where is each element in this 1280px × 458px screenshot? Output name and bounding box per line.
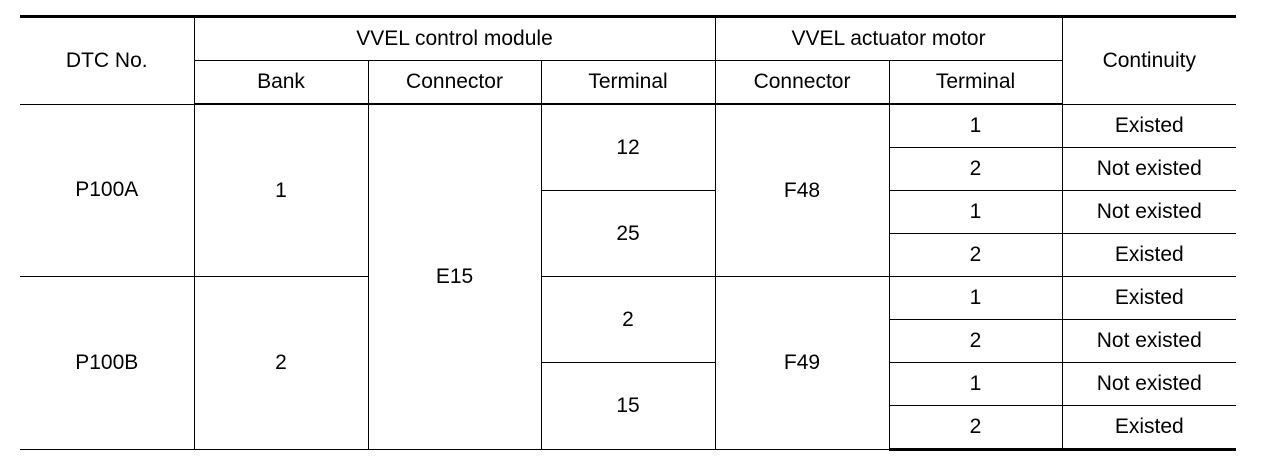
actuator-terminal-cell: 1: [888, 190, 1063, 234]
bank-cell: 2: [193, 276, 369, 450]
actuator-connector-cell: F48: [714, 103, 890, 277]
continuity-cell: Existed: [1061, 276, 1237, 320]
header-bank: Bank: [194, 60, 369, 105]
module-terminal-cell: 15: [541, 362, 716, 450]
continuity-cell: Existed: [1061, 233, 1237, 277]
header-dtc-no: DTC No.: [20, 15, 195, 105]
continuity-cell: Not existed: [1061, 147, 1237, 191]
dtc-cell: P100A: [20, 103, 195, 277]
table-row: 2 Existed: [20, 233, 1237, 277]
dtc-cell: P100B: [20, 276, 195, 450]
actuator-terminal-cell: 2: [889, 405, 1063, 451]
table-row: 15 1 Not existed: [20, 362, 1237, 450]
actuator-terminal-cell: 1: [888, 362, 1063, 406]
table-row: P100B 2 2 F49 1 Existed: [20, 276, 1237, 450]
actuator-terminal-cell: 1: [888, 103, 1063, 148]
continuity-cell: Not existed: [1061, 362, 1237, 406]
actuator-terminal-cell: 2: [889, 319, 1063, 363]
table-row: 25 1 Not existed: [20, 190, 1237, 277]
table-row: 2 Existed: [20, 405, 1237, 451]
module-terminal-cell: 12: [540, 103, 716, 191]
header-vvel-control-module: VVEL control module: [193, 15, 716, 61]
header-continuity: Continuity: [1061, 15, 1237, 105]
continuity-cell: Existed: [1061, 103, 1237, 148]
header-vvel-actuator-motor: VVEL actuator motor: [714, 15, 1063, 61]
actuator-terminal-cell: 2: [889, 233, 1063, 277]
actuator-connector-cell: F49: [714, 276, 890, 450]
table-row: 2 Not existed: [20, 147, 1237, 191]
header-actuator-terminal: Terminal: [888, 60, 1063, 105]
header-module-terminal: Terminal: [540, 60, 716, 105]
bank-cell: 1: [193, 103, 369, 277]
continuity-cell: Not existed: [1061, 190, 1237, 234]
module-terminal-cell: 2: [540, 276, 716, 363]
module-terminal-cell: 25: [541, 190, 716, 277]
header-actuator-connector: Connector: [714, 60, 890, 105]
actuator-terminal-cell: 1: [888, 276, 1063, 320]
module-connector-cell: E15: [367, 103, 542, 450]
header-module-connector: Connector: [367, 60, 542, 105]
table-row: P100A 1 E15 12 F48 1 Existed: [20, 103, 1237, 450]
continuity-cell: Existed: [1061, 405, 1237, 451]
continuity-table: DTC No. VVEL control module VVEL actuato…: [20, 15, 1237, 451]
continuity-cell: Not existed: [1061, 319, 1237, 363]
actuator-terminal-cell: 2: [889, 147, 1063, 191]
